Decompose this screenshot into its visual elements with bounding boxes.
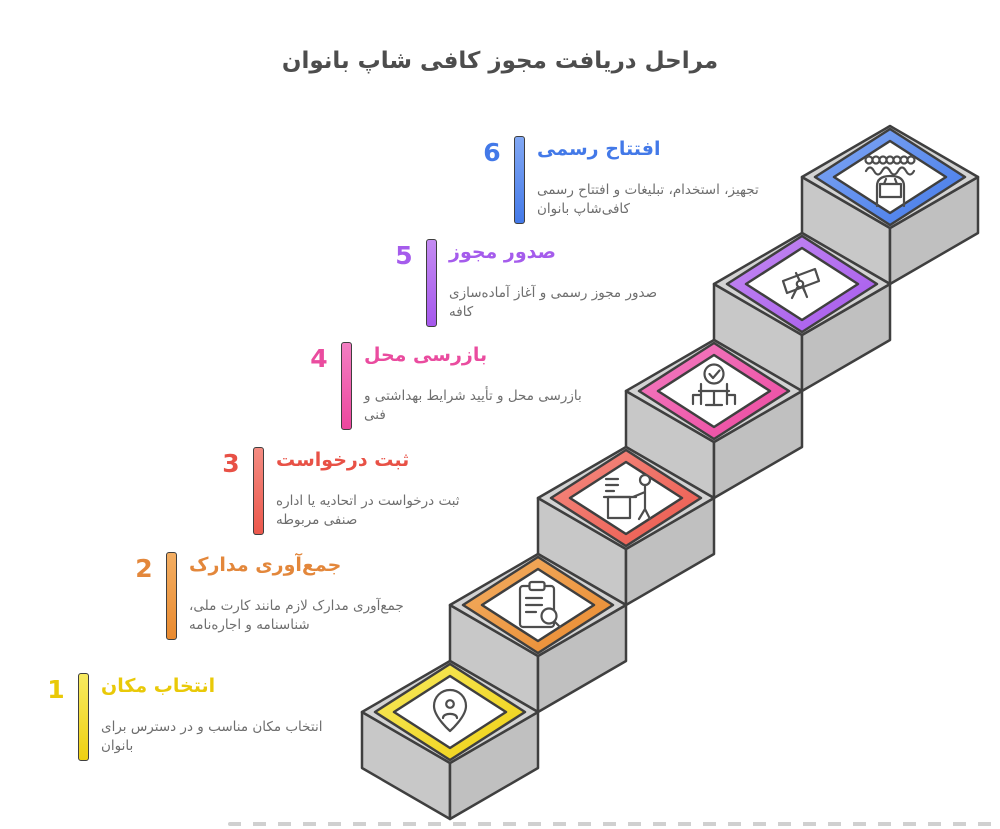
step-4-bar: [341, 342, 352, 430]
stair-step-3: [536, 445, 716, 607]
clipboard-search-icon: [518, 580, 562, 629]
step-5-title: صدور مجوز: [449, 241, 557, 263]
stair-step-4: [624, 338, 804, 500]
step-1-block: 1 انتخاب مکان انتخاب مکان مناسب و در دست…: [34, 673, 322, 761]
step-4-description: بازرسی محل و تأیید شرایط بهداشتی و فنی: [364, 388, 582, 423]
step-3-description: ثبت درخواست در اتحادیه یا اداره صنفی مرب…: [276, 493, 460, 528]
step-2-bar: [166, 552, 177, 640]
stair-step-2: [448, 552, 628, 714]
step-4-number: 4: [310, 344, 328, 373]
step-3-number: 3: [222, 449, 240, 478]
step-2-block: 2 جمع‌آوری مدارک جمع‌آوری مدارک لازم مان…: [122, 552, 404, 640]
bottom-decoration-dashes: [228, 822, 1000, 826]
step-4-title: بازرسی محل: [364, 344, 488, 366]
step-3-title: ثبت درخواست: [276, 449, 410, 471]
step-3-bar: [253, 447, 264, 535]
step-2-number: 2: [135, 554, 153, 583]
step-5-bar: [426, 239, 437, 327]
stair-step-1: [360, 659, 540, 821]
step-1-bar: [78, 673, 89, 761]
page-title: مراحل دریافت مجوز کافی شاپ بانوان: [281, 48, 719, 74]
step-6-title: افتتاح رسمی: [537, 138, 661, 160]
step-5-description: صدور مجوز رسمی و آغاز آماده‌سازی کافه: [449, 285, 658, 320]
storefront-crowd-icon: [864, 155, 916, 208]
step-1-number: 1: [47, 675, 65, 704]
step-3-block: 3 ثبت درخواست ثبت درخواست در اتحادیه یا …: [209, 447, 460, 535]
stair-step-6: [800, 124, 980, 286]
table-check-icon: [691, 363, 737, 407]
step-2-title: جمع‌آوری مدارک: [189, 554, 342, 576]
registration-desk-icon: [602, 473, 652, 521]
step-4-block: 4 بازرسی محل بازرسی محل و تأیید شرایط به…: [297, 342, 582, 430]
step-2-description: جمع‌آوری مدارک لازم مانند کارت ملی، شناس…: [189, 598, 404, 633]
step-5-block: 5 صدور مجوز صدور مجوز رسمی و آغاز آماده‌…: [382, 239, 657, 327]
step-6-bar: [514, 136, 525, 224]
certificate-icon: [781, 267, 821, 300]
step-5-number: 5: [395, 241, 413, 270]
location-pin-person-icon: [432, 688, 468, 733]
step-1-description: انتخاب مکان مناسب و در دسترس برای بانوان: [101, 719, 323, 754]
step-1-title: انتخاب مکان: [101, 675, 216, 697]
step-6-description: تجهیز، استخدام، تبلیغات و افتتاح رسمی کا…: [537, 182, 759, 217]
stair-step-5: [712, 231, 892, 393]
step-6-number: 6: [483, 138, 501, 167]
step-6-block: 6 افتتاح رسمی تجهیز، استخدام، تبلیغات و …: [470, 136, 759, 224]
